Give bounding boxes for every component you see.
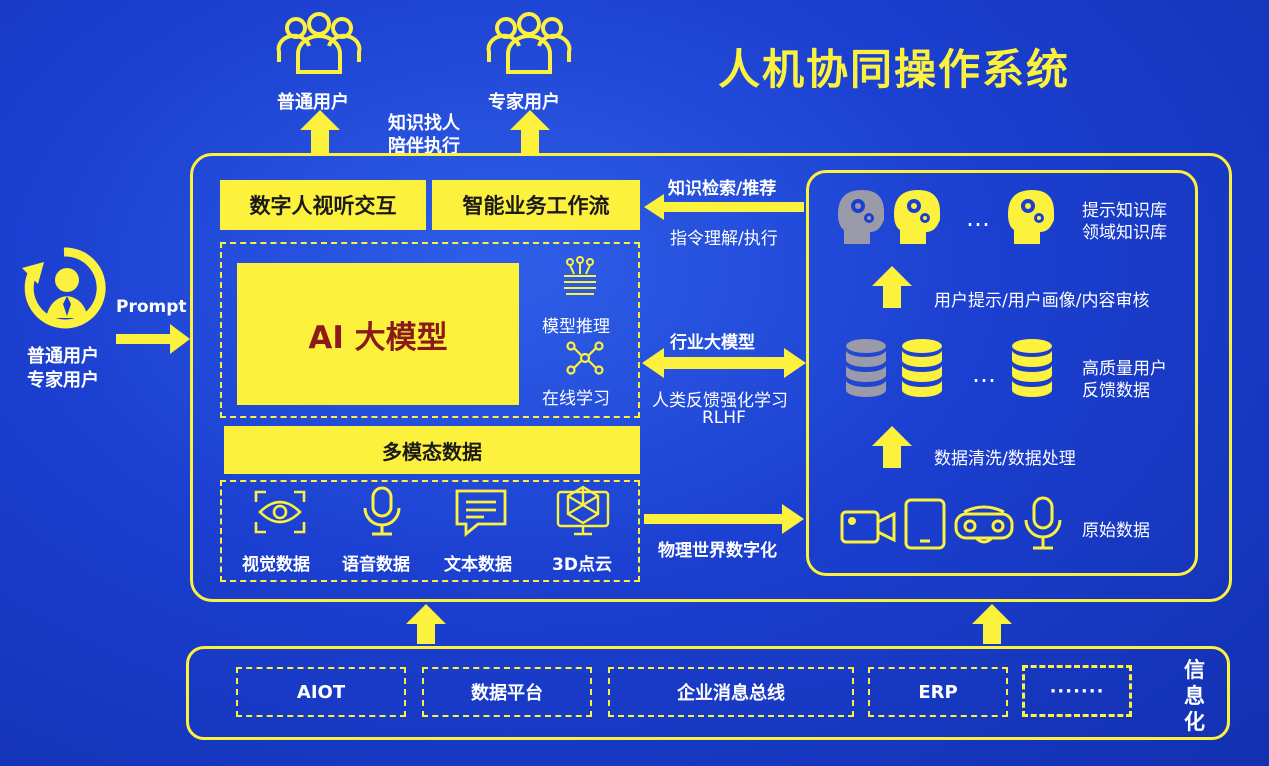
bottom-item-label: ······· bbox=[1049, 680, 1105, 702]
up-arrow-icon bbox=[872, 266, 912, 308]
users-group-icon-right bbox=[486, 12, 572, 74]
left-user-line2: 专家用户 bbox=[27, 370, 99, 391]
digitization-label: 物理世界数字化 bbox=[658, 541, 777, 561]
video-camera-icon bbox=[840, 510, 896, 544]
data-label-line2: 反馈数据 bbox=[1082, 381, 1150, 401]
main-frame bbox=[190, 153, 1232, 602]
left-arrow-icon bbox=[644, 194, 804, 220]
digital-human-box: 数字人视听交互 bbox=[220, 180, 426, 230]
up-arrow-icon bbox=[872, 426, 912, 468]
up-arrow-icon bbox=[972, 604, 1012, 644]
bottom-item-aiot: AIOT bbox=[236, 667, 406, 717]
raw-data-label: 原始数据 bbox=[1082, 521, 1150, 541]
ai-model-box: AI 大模型 bbox=[237, 263, 519, 405]
model-inference-label: 模型推理 bbox=[542, 317, 610, 337]
bottom-item-label: ERP bbox=[918, 681, 958, 703]
gear-head-icon bbox=[894, 190, 940, 244]
point-cloud-icon bbox=[556, 485, 610, 536]
prompt-label: Prompt bbox=[116, 297, 187, 317]
knowledge-label-line1: 提示知识库 bbox=[1082, 201, 1167, 221]
gear-head-icon bbox=[1008, 190, 1054, 244]
bottom-bar-frame bbox=[186, 646, 1230, 740]
up-arrow-icon bbox=[510, 110, 550, 154]
instruction-label: 指令理解/执行 bbox=[670, 229, 778, 249]
knowledge-label-line2: 领域知识库 bbox=[1082, 223, 1167, 243]
microphone-icon bbox=[363, 486, 401, 536]
side-label-char1: 信 bbox=[1184, 658, 1205, 682]
middle-note-line2: 陪伴执行 bbox=[388, 136, 460, 157]
right-arrow-icon bbox=[116, 324, 190, 354]
bottom-item-message-bus: 企业消息总线 bbox=[608, 667, 854, 717]
knowledge-ellipsis: … bbox=[966, 204, 990, 232]
bottom-item-erp: ERP bbox=[868, 667, 1008, 717]
users-group-icon-left bbox=[276, 12, 362, 74]
database-ellipsis: … bbox=[972, 360, 996, 388]
side-label-char3: 化 bbox=[1184, 710, 1205, 734]
left-user-line1: 普通用户 bbox=[27, 346, 99, 367]
middle-note-line1: 知识找人 bbox=[388, 113, 460, 134]
network-nodes-icon bbox=[566, 341, 604, 375]
microphone-icon bbox=[1024, 496, 1062, 550]
side-label-char2: 息 bbox=[1184, 684, 1205, 708]
modality-text-label: 文本数据 bbox=[444, 555, 512, 575]
database-icon bbox=[846, 339, 886, 397]
clean-step-label: 数据清洗/数据处理 bbox=[934, 449, 1076, 469]
rlhf-label: RLHF bbox=[702, 408, 746, 428]
top-user-right-label: 专家用户 bbox=[488, 92, 560, 113]
modalities-dashed-group bbox=[220, 480, 640, 582]
right-arrow-icon bbox=[644, 504, 804, 534]
bidirectional-arrow-icon bbox=[642, 348, 806, 378]
bottom-item-label: 企业消息总线 bbox=[677, 683, 785, 704]
bottom-item-data-platform: 数据平台 bbox=[422, 667, 592, 717]
model-inference-icon bbox=[564, 256, 596, 295]
modality-visual-label: 视觉数据 bbox=[242, 555, 310, 575]
bottom-item-label: 数据平台 bbox=[471, 683, 543, 704]
up-arrow-icon bbox=[300, 110, 340, 154]
up-arrow-icon bbox=[406, 604, 446, 644]
modality-3d-label: 3D点云 bbox=[552, 555, 612, 575]
industry-model-label: 行业大模型 bbox=[670, 333, 755, 353]
database-icon bbox=[1012, 339, 1052, 397]
tablet-icon bbox=[904, 498, 946, 550]
text-message-icon bbox=[455, 489, 507, 537]
multimodal-box: 多模态数据 bbox=[224, 426, 640, 474]
user-refresh-icon bbox=[22, 247, 106, 329]
eye-icon bbox=[254, 490, 306, 534]
bottom-item-more: ······· bbox=[1022, 665, 1132, 717]
retrieval-label: 知识检索/推荐 bbox=[668, 179, 777, 199]
online-learning-label: 在线学习 bbox=[542, 389, 610, 409]
vr-headset-icon bbox=[954, 505, 1014, 544]
database-icon bbox=[902, 339, 942, 397]
bottom-item-label: AIOT bbox=[296, 681, 346, 703]
gear-head-icon bbox=[838, 190, 884, 244]
workflow-box: 智能业务工作流 bbox=[432, 180, 640, 230]
page-title: 人机协同操作系统 bbox=[718, 45, 1071, 94]
data-label-line1: 高质量用户 bbox=[1082, 359, 1167, 379]
modality-voice-label: 语音数据 bbox=[342, 555, 410, 575]
user-step-label: 用户提示/用户画像/内容审核 bbox=[934, 291, 1150, 311]
right-panel-frame bbox=[806, 170, 1198, 576]
rlhf-cn-label: 人类反馈强化学习 bbox=[652, 391, 788, 411]
ai-model-dashed-group bbox=[220, 242, 640, 418]
top-user-left-label: 普通用户 bbox=[277, 92, 349, 113]
